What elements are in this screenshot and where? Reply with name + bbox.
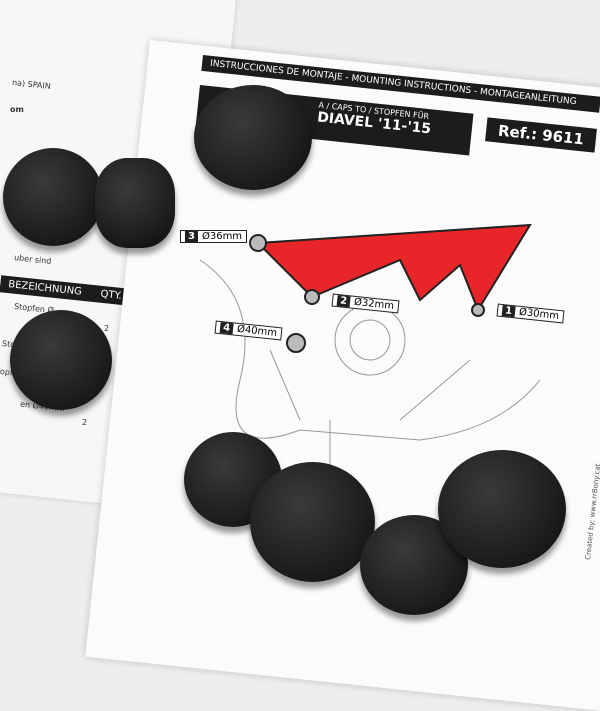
red-trellis-frame: [255, 223, 532, 313]
black-cap: [250, 462, 375, 582]
credit-text: Created by: www.rrBony.cat: [584, 463, 600, 560]
black-cap-side: [95, 158, 175, 248]
motorcycle-line-drawing: [199, 259, 541, 470]
black-cap: [194, 85, 312, 190]
table-qty: 2: [104, 324, 110, 333]
web-text: om: [10, 105, 24, 114]
table-qty: 2: [82, 418, 88, 427]
black-cap: [438, 450, 566, 568]
black-cap: [3, 148, 103, 246]
black-cap: [10, 310, 112, 410]
frame-diagram: Created by: www.rrBony.cat: [199, 223, 600, 560]
